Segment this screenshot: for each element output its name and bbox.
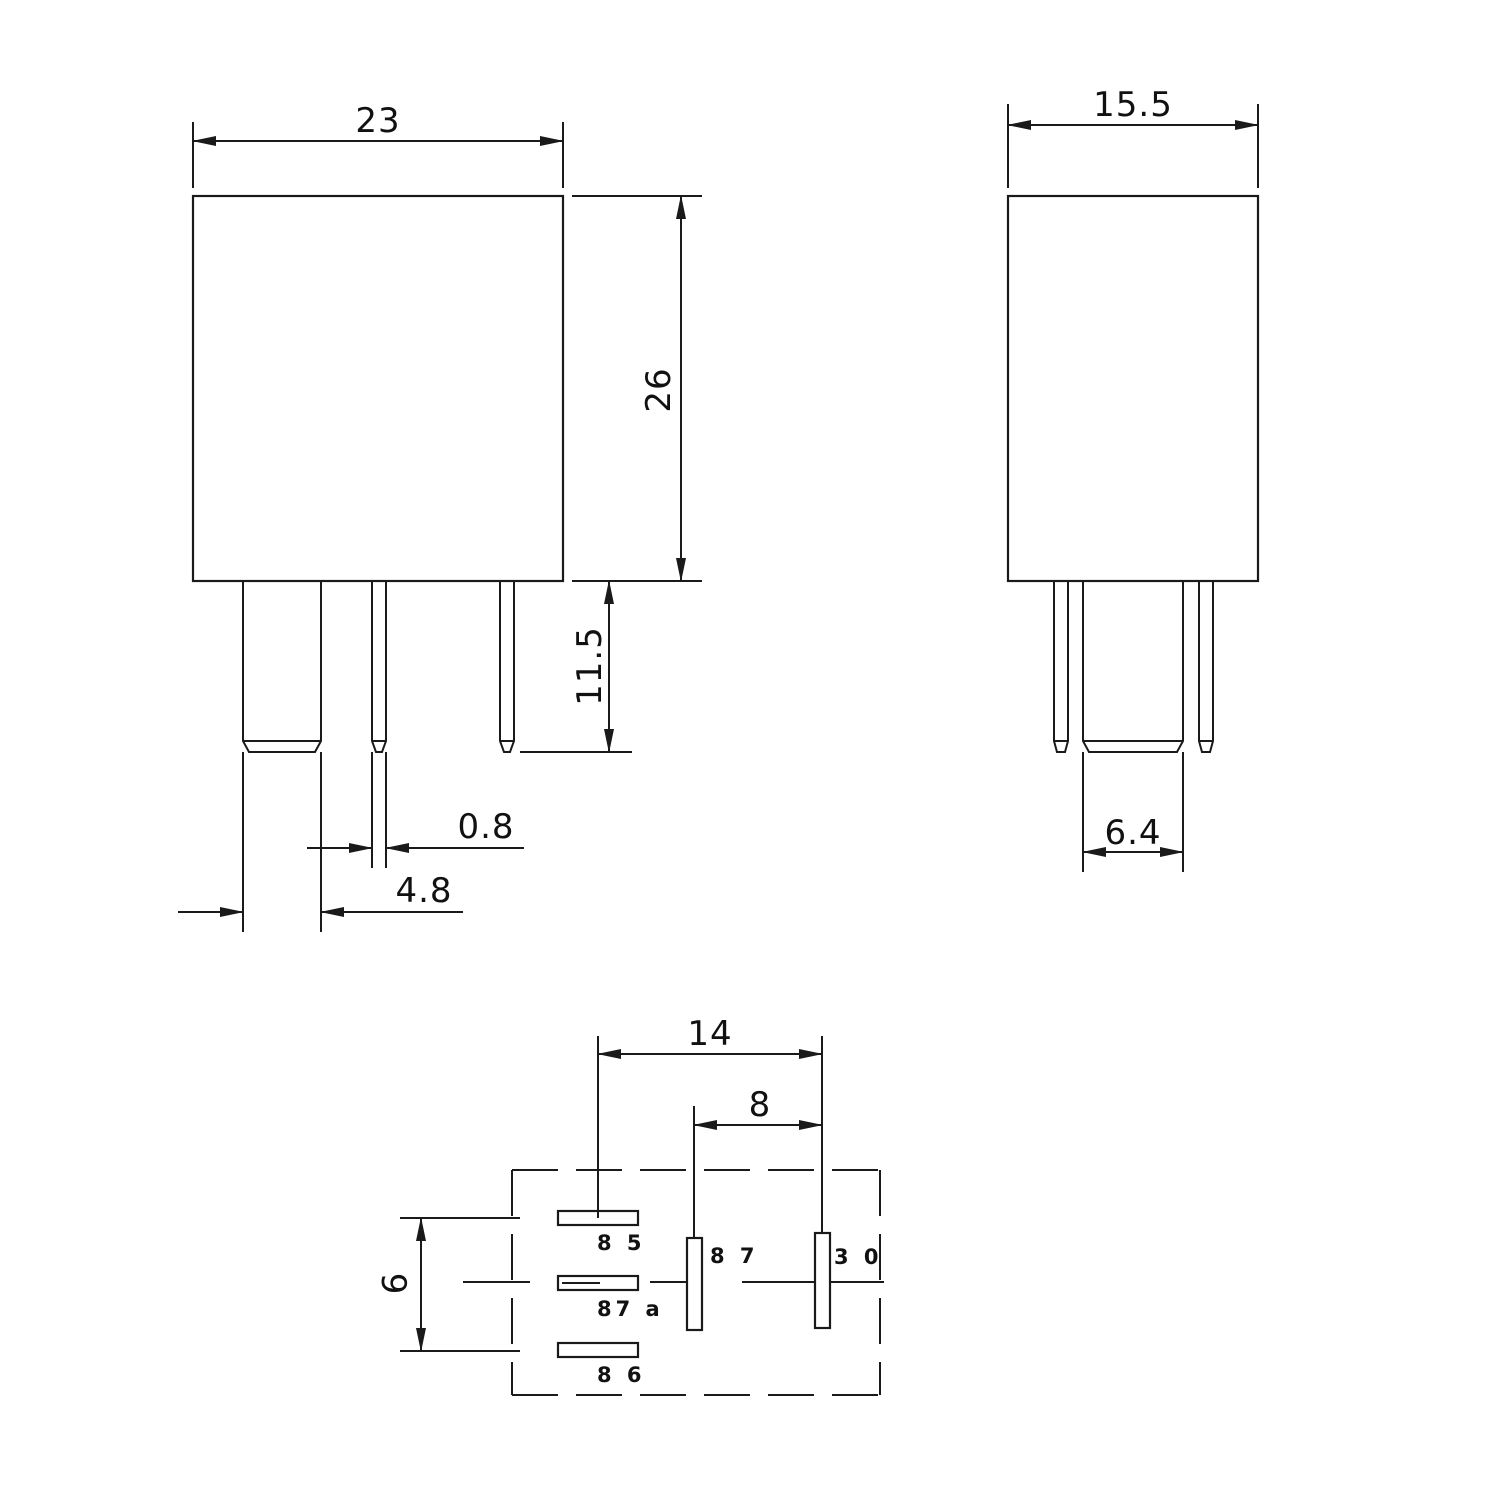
side-thin-pin-left — [1053, 581, 1069, 753]
dim-pin-spacing-short-label: 8 — [749, 1085, 772, 1125]
front-thin-pin-1 — [371, 581, 387, 753]
dim-wide-pin-width-label: 4.8 — [395, 871, 452, 911]
dim-body-width-label: 23 — [355, 101, 400, 141]
pin-87-label: 8 7 — [710, 1244, 759, 1268]
pin-87-blade — [685, 1236, 704, 1332]
side-thin-pin-right — [1198, 581, 1214, 753]
dim-side-depth-label: 15.5 — [1093, 85, 1173, 125]
pin-30-blade — [813, 1231, 832, 1330]
pin-85-label: 8 5 — [597, 1231, 646, 1255]
side-wide-pin — [1082, 581, 1184, 753]
front-thin-pin-2 — [499, 581, 515, 753]
front-relay-body — [191, 194, 565, 583]
pin-86-label: 8 6 — [597, 1363, 646, 1387]
dim-pin-spacing-horizontal-label: 14 — [687, 1014, 732, 1054]
front-view: 23 26 11.5 0.8 4.8 — [178, 101, 702, 932]
dim-body-height-label: 26 — [639, 367, 679, 412]
front-wide-pin — [242, 581, 322, 753]
pin-layout-view: 8 5 87 a 8 6 8 7 3 0 14 8 9 — [373, 1014, 884, 1396]
dim-pin-thickness-label: 0.8 — [457, 807, 514, 847]
dim-pin-spacing-vertical-label: 9 — [373, 1273, 413, 1296]
side-relay-body — [1006, 194, 1260, 583]
dim-pin-length-label: 11.5 — [570, 626, 610, 706]
pin-87a-label: 87 a — [597, 1297, 664, 1321]
pin-30-label: 3 0 — [834, 1245, 883, 1269]
side-view: 15.5 6.4 — [1006, 85, 1260, 872]
pin-86-blade — [556, 1341, 640, 1359]
dim-side-pin-width-label: 6.4 — [1104, 813, 1161, 853]
